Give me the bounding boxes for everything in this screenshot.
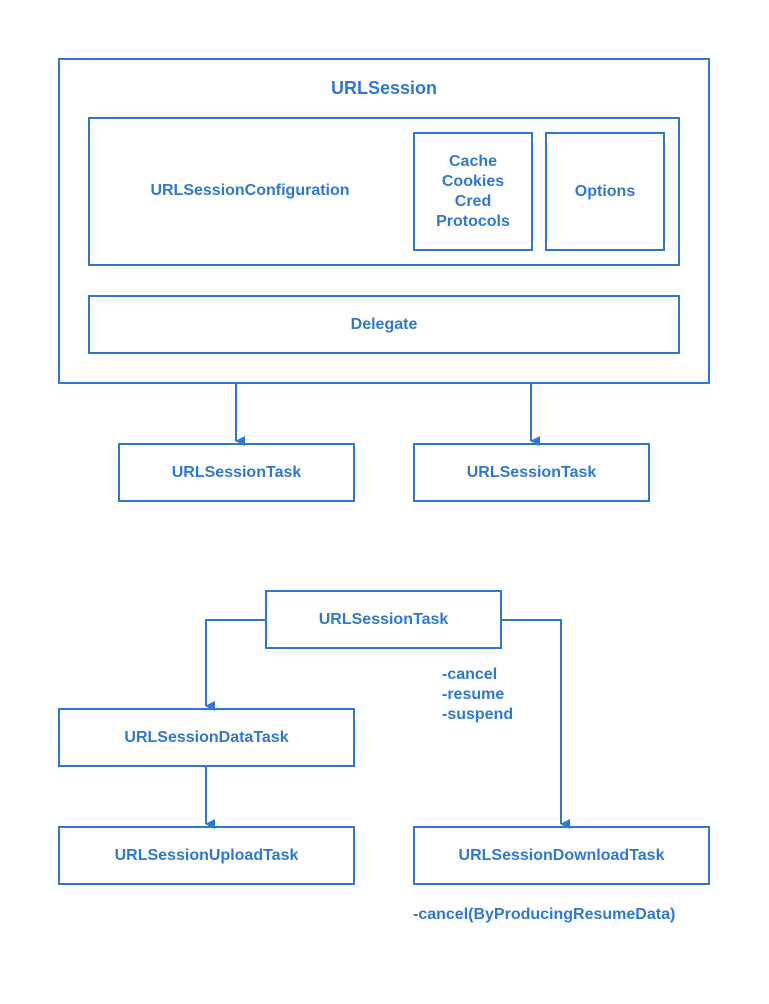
url-session-title: URLSession [330, 78, 438, 98]
download-task-label: URLSessionDownloadTask [458, 846, 665, 864]
upload-task-label: URLSessionUploadTask [114, 846, 299, 864]
data-task-label: URLSessionDataTask [124, 728, 289, 746]
upload-task-box: URLSessionUploadTask [58, 826, 355, 885]
storage-line-protocols: Protocols [436, 212, 510, 230]
session-task-label-left: URLSessionTask [171, 463, 302, 481]
options-box: Options [545, 132, 665, 251]
url-session-configuration-label: URLSessionConfiguration [150, 182, 350, 199]
delegate-label: Delegate [350, 315, 418, 333]
arrow-root-to-data-task [205, 619, 265, 711]
storage-line-cache: Cache [448, 152, 498, 170]
session-task-box-left: URLSessionTask [118, 443, 355, 502]
task-root-label: URLSessionTask [318, 610, 449, 628]
session-task-box-right: URLSessionTask [413, 443, 650, 502]
method-suspend: -suspend [442, 706, 514, 723]
download-task-box: URLSessionDownloadTask [413, 826, 710, 885]
method-cancel: -cancel [442, 666, 498, 683]
url-session-box [58, 58, 710, 384]
url-session-configuration-box [88, 117, 680, 266]
task-root-box: URLSessionTask [265, 590, 502, 649]
delegate-box: Delegate [88, 295, 680, 354]
storage-box: Cache Cookies Cred Protocols [413, 132, 533, 251]
storage-line-cred: Cred [454, 192, 492, 210]
download-task-method: -cancel(ByProducingResumeData) [413, 906, 676, 923]
session-task-label-right: URLSessionTask [466, 463, 597, 481]
data-task-box: URLSessionDataTask [58, 708, 355, 767]
storage-line-cookies: Cookies [441, 172, 505, 190]
options-label: Options [574, 182, 636, 200]
task-root-methods: -cancel -resume -suspend [442, 665, 513, 725]
method-resume: -resume [442, 686, 505, 703]
